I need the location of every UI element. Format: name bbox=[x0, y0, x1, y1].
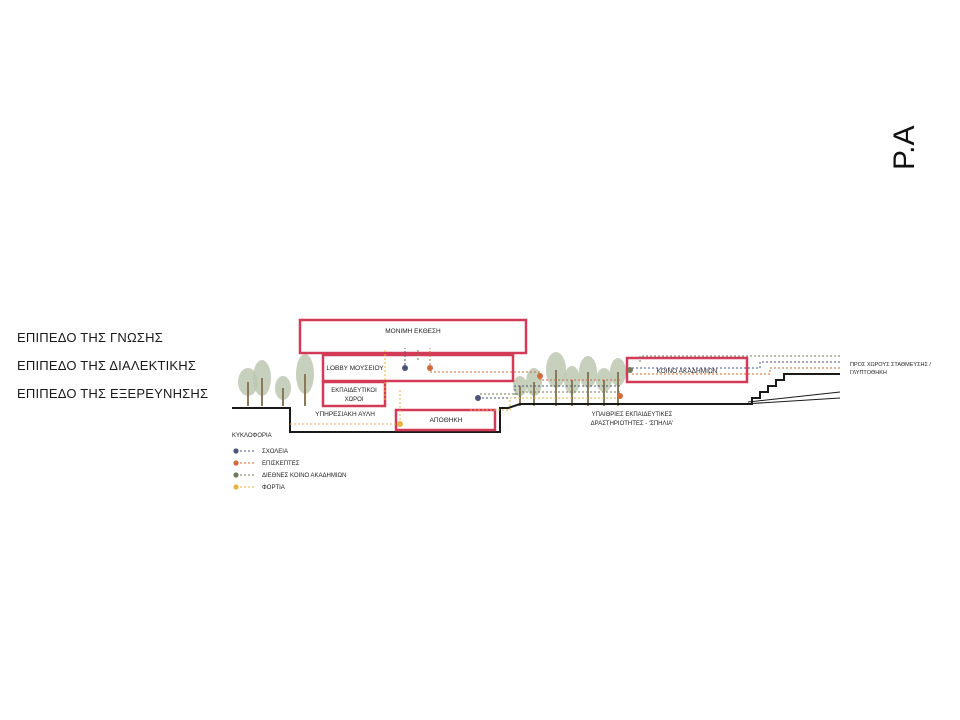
level-exploration-label: ΕΠΙΠΕΔΟ ΤΗΣ ΕΞΕΡΕΥΝΗΣΗΣ bbox=[17, 386, 209, 401]
circulation-dots bbox=[397, 365, 633, 427]
permanent-exhibition-label: ΜΟΝΙΜΗ ΕΚΘΕΣΗ bbox=[385, 328, 441, 335]
educational-spaces-label-1: ΕΚΠΑΙΔΕΥΤΙΚΟΙ bbox=[331, 388, 377, 394]
legend-label-academies: ΔΙΕΘΝΕΣ ΚΟΙΝΟ ΑΚΑΔΗΜΙΩΝ bbox=[262, 473, 346, 479]
logo-mark: P.A bbox=[888, 126, 921, 171]
stair-lines bbox=[743, 391, 841, 405]
museum-lobby-label: LOBBY ΜΟΥΣΕΙΟΥ bbox=[326, 365, 384, 372]
common-academy-space: ΚΟΙΝΟ ΑΚΑΔΗΜΙΩΝ bbox=[625, 356, 749, 384]
legend-item-schools: ΣΧΟΛΕΙΑ bbox=[233, 448, 288, 455]
legend-title: ΚΥΚΛΟΦΟΡΙΑ bbox=[232, 433, 272, 439]
legend: ΚΥΚΛΟΦΟΡΙΑ ΣΧΟΛΕΙΑ ΕΠΙΣΚΕΠΤΕΣ ΔΙΕΘΝΕΣ ΚΟ… bbox=[232, 433, 346, 491]
ground-line bbox=[232, 373, 840, 433]
educational-spaces-label-2: ΧΩΡΟΙ bbox=[345, 397, 364, 403]
service-yard-label: ΥΠΗΡΕΣΙΑΚΗ ΑΥΛΗ bbox=[315, 411, 375, 418]
logo-text: P.A bbox=[888, 126, 921, 171]
legend-item-loads: ΦΟΡΤΙΑ bbox=[233, 484, 285, 491]
level-dialectic-label: ΕΠΙΠΕΔΟ ΤΗΣ ΔΙΑΛΕΚΤΙΚΗΣ bbox=[17, 358, 197, 373]
level-knowledge-label: ΕΠΙΠΕΔΟ ΤΗΣ ΓΝΩΣΗΣ bbox=[17, 330, 163, 345]
outdoor-activities-label-2: ΔΡΑΣΤΗΡΙΟΤΗΤΕΣ - 'ΣΠΗΛΙΑ' bbox=[591, 421, 674, 427]
towards-parking-label-1: ΠΡΟΣ ΧΩΡΟΥΣ ΣΤΑΘΜΕΥΣΗΣ / bbox=[850, 362, 931, 368]
legend-label-visitors: ΕΠΙΣΚΕΠΤΕΣ bbox=[262, 461, 300, 467]
common-academy-label: ΚΟΙΝΟ ΑΚΑΔΗΜΙΩΝ bbox=[656, 368, 717, 375]
storage-space: ΑΠΟΘΗΚΗ bbox=[394, 408, 497, 432]
outdoor-activities-label-1: ΥΠΑΙΘΡΙΕΣ ΕΚΠΑΙΔΕΥΤΙΚΕΣ bbox=[592, 412, 673, 418]
legend-label-schools: ΣΧΟΛΕΙΑ bbox=[262, 449, 288, 455]
legend-item-academies: ΔΙΕΘΝΕΣ ΚΟΙΝΟ ΑΚΑΔΗΜΙΩΝ bbox=[233, 472, 346, 479]
permanent-exhibition-space: ΜΟΝΙΜΗ ΕΚΘΕΣΗ bbox=[298, 318, 528, 355]
storage-label: ΑΠΟΘΗΚΗ bbox=[430, 417, 463, 424]
educational-spaces: ΕΚΠΑΙΔΕΥΤΙΚΟΙ ΧΩΡΟΙ bbox=[321, 380, 387, 408]
legend-item-visitors: ΕΠΙΣΚΕΠΤΕΣ bbox=[233, 460, 300, 467]
towards-parking-label-2: ΓΛΥΠΤΟΘΗΚΗ bbox=[850, 370, 887, 376]
legend-label-loads: ΦΟΡΤΙΑ bbox=[262, 485, 285, 491]
